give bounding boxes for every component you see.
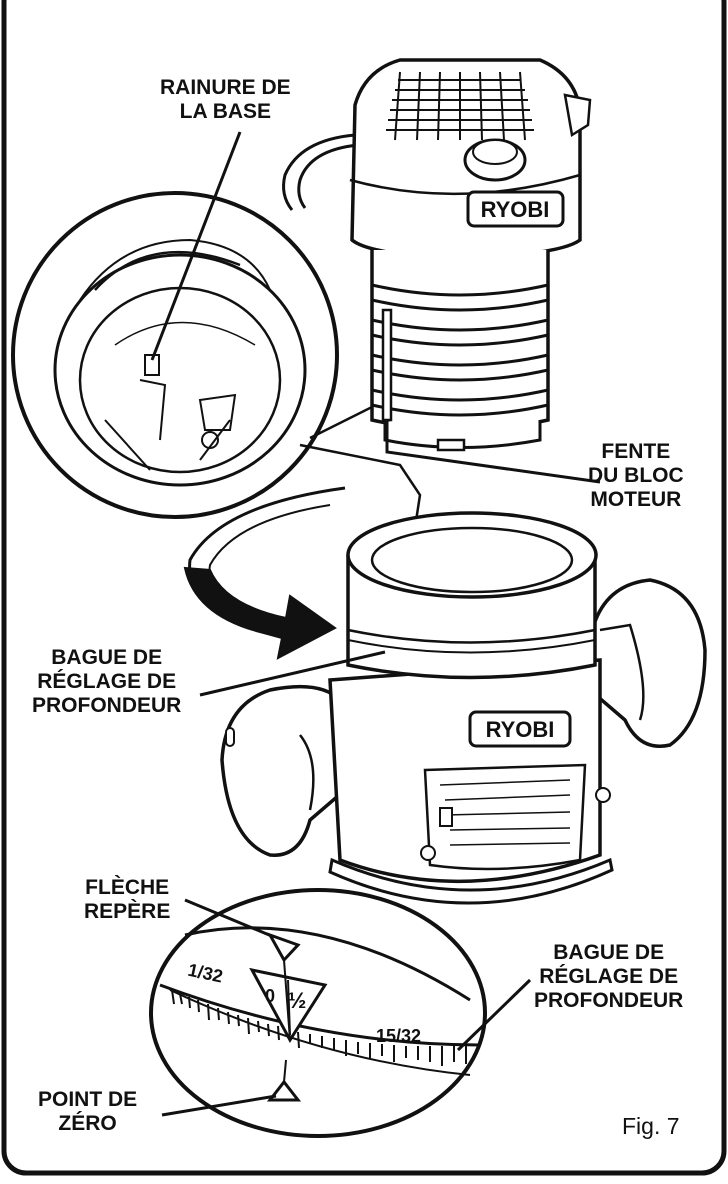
router-base: RYOBI xyxy=(220,511,707,905)
rotation-arrow xyxy=(183,486,346,660)
figure-caption: Fig. 7 xyxy=(622,1113,680,1139)
depth-scale-detail xyxy=(149,888,487,1138)
scale-right-mark: 15/32 xyxy=(376,1026,421,1046)
motor-brand-logo: RYOBI xyxy=(481,197,550,222)
base-groove-inset xyxy=(11,191,339,519)
scale-zero: 0 xyxy=(265,986,275,1006)
motor-unit: RYOBI xyxy=(282,58,592,452)
scale-half: ½ xyxy=(288,988,306,1013)
base-brand-logo: RYOBI xyxy=(486,717,555,742)
